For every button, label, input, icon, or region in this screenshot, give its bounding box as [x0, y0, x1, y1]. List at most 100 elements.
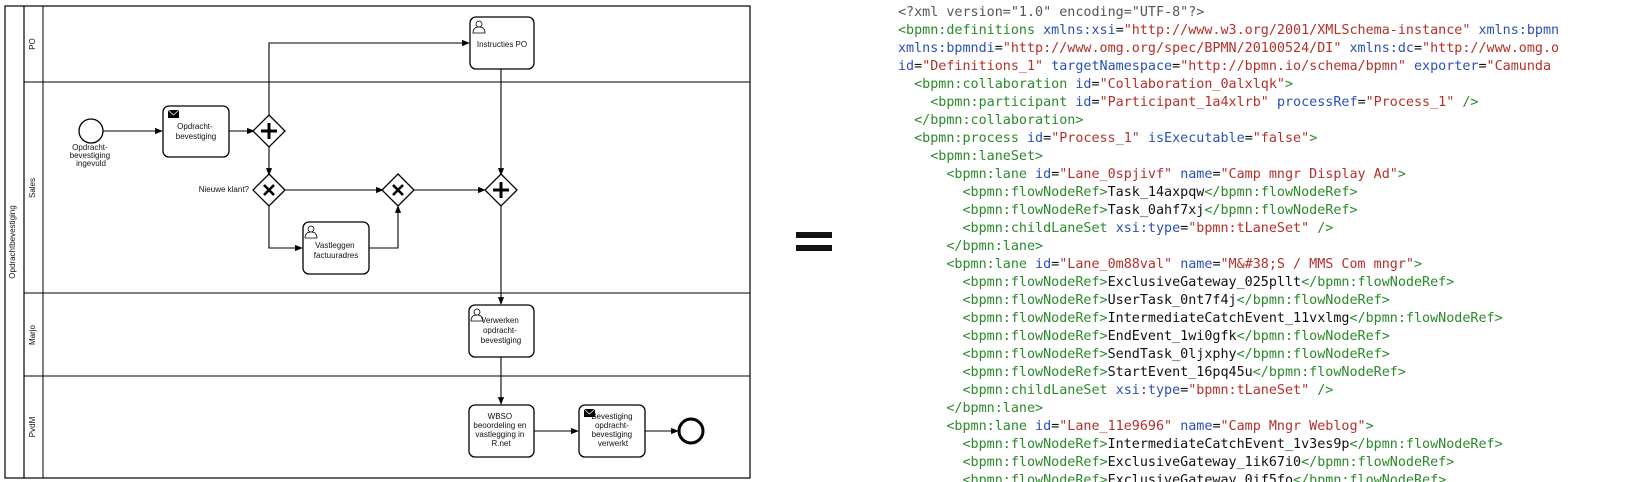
xml-token: xmlns:dc — [1349, 41, 1414, 56]
xml-line: <bpmn:lane id="Lane_11e9696" name="Camp … — [898, 418, 1628, 436]
xml-token: ExclusiveGateway_025pllt — [1107, 275, 1302, 290]
xml-token: id — [898, 59, 915, 74]
xml-token: "Collaboration_0alxlqk" — [1099, 77, 1285, 92]
xml-token — [898, 131, 914, 146]
xml-token: <bpmn:childLaneSet — [962, 383, 1116, 398]
xml-token: "Process_1" — [1365, 95, 1455, 110]
xml-token: = — [1051, 167, 1060, 182]
xml-line: <bpmn:flowNodeRef>Task_0ahf7xj</bpmn:flo… — [898, 202, 1628, 220]
xml-token — [898, 95, 930, 110]
xml-token: <bpmn:flowNodeRef> — [962, 329, 1108, 344]
xml-token: isExecutable — [1147, 131, 1245, 146]
xml-line: <bpmn:lane id="Lane_0m88val" name="M&#38… — [898, 256, 1628, 274]
xml-token: name — [1180, 257, 1213, 272]
lane-label-pvdm: PvdM — [28, 416, 37, 437]
xml-token — [898, 383, 963, 398]
xml-token: = — [1413, 41, 1423, 56]
xml-token: id — [1075, 77, 1092, 92]
user-icon — [304, 225, 318, 239]
xml-token: = — [914, 59, 923, 74]
xml-token — [898, 239, 946, 254]
xml-token: > — [1413, 257, 1423, 272]
start-event: Opdracht- bevestiging ingevuld — [70, 118, 110, 168]
xml-line: </bpmn:lane> — [898, 400, 1628, 418]
xml-token: StartEvent_16pq45u — [1107, 365, 1253, 380]
xml-token: id — [1035, 167, 1052, 182]
task-opdrachtbevestiging: Opdracht- bevestiging — [162, 105, 230, 158]
xml-line: <bpmn:flowNodeRef>ExclusiveGateway_1ik67… — [898, 454, 1628, 472]
xml-token: <bpmn:lane — [946, 167, 1036, 182]
xml-token: <bpmn:laneSet> — [930, 149, 1044, 164]
xml-token: <?xml version="1.0" encoding="UTF-8"?> — [898, 5, 1205, 20]
envelope-icon — [167, 109, 180, 118]
xml-token: /> — [1454, 95, 1479, 110]
xml-token — [898, 455, 963, 470]
task-verwerken: Verwerken opdracht- bevestiging — [468, 304, 535, 358]
xml-token: = — [1212, 257, 1221, 272]
xml-token: = — [1212, 167, 1221, 182]
xml-token: EndEvent_1wi0gfk — [1107, 329, 1237, 344]
xml-token: = — [1043, 131, 1052, 146]
xml-token: </bpmn:flowNodeRef> — [1204, 185, 1358, 200]
xml-token: exporter — [1413, 59, 1479, 74]
xml-token: "http://www.omg.org/spec/BPMN/20100524/D… — [1002, 41, 1342, 56]
xml-token: "http://www.omg.o — [1422, 41, 1560, 56]
xml-token — [898, 293, 963, 308]
xml-code-view: <?xml version="1.0" encoding="UTF-8"?> <b… — [898, 4, 1628, 482]
xml-token — [898, 149, 930, 164]
xml-token — [898, 365, 963, 380]
xml-token: id — [1035, 257, 1052, 272]
xml-token: </bpmn:flowNodeRef> — [1301, 275, 1455, 290]
xml-line: </bpmn:collaboration> — [898, 112, 1628, 130]
xml-token — [898, 113, 914, 128]
task-verwerken-label: Verwerken opdracht- bevestiging — [481, 316, 521, 345]
lane-label-marjo: Marjo — [28, 324, 37, 345]
xml-token: <bpmn:flowNodeRef> — [962, 437, 1108, 452]
xml-line: <bpmn:flowNodeRef>ExclusiveGateway_025pl… — [898, 274, 1628, 292]
xml-token: xmlns:xsi — [1043, 23, 1116, 38]
xml-token — [898, 473, 963, 482]
pool: Opdrachtbevestiging — [4, 5, 751, 479]
task-instructies-po: Instructies PO — [469, 16, 535, 70]
xml-token: xmlns:bpmndi — [898, 41, 995, 56]
xml-token: = — [1051, 257, 1060, 272]
xml-line: <bpmn:flowNodeRef>StartEvent_16pq45u</bp… — [898, 364, 1628, 382]
xml-token: <bpmn:lane — [946, 257, 1036, 272]
xml-token: = — [1091, 77, 1100, 92]
xml-token — [1172, 167, 1180, 182]
pool-label: Opdrachtbevestiging — [8, 205, 17, 278]
xml-token: "false" — [1252, 131, 1310, 146]
xml-token: IntermediateCatchEvent_11vxlmg — [1107, 311, 1350, 326]
task-instructies-po-label: Instructies PO — [477, 40, 527, 49]
xml-token: "Camp Mngr Weblog" — [1220, 419, 1366, 434]
xml-token: <bpmn:flowNodeRef> — [962, 365, 1108, 380]
xml-token: = — [1180, 221, 1189, 236]
xml-token: "Process_1" — [1051, 131, 1140, 146]
lane-label-sales: Sales — [28, 178, 37, 198]
xml-token: "Lane_0m88val" — [1059, 257, 1173, 272]
xml-line: <bpmn:flowNodeRef>IntermediateCatchEvent… — [898, 310, 1628, 328]
xml-token: "Camunda — [1486, 59, 1552, 74]
xml-token: > — [1365, 419, 1374, 434]
xml-token: </bpmn:flowNodeRef> — [1236, 329, 1390, 344]
xml-token: "Lane_0spjivf" — [1059, 167, 1173, 182]
xml-token — [898, 419, 946, 434]
xml-token: </bpmn:flowNodeRef> — [1204, 203, 1358, 218]
xml-token: <bpmn:flowNodeRef> — [962, 275, 1108, 290]
xml-token: </bpmn:flowNodeRef> — [1349, 437, 1503, 452]
xml-token: </bpmn:flowNodeRef> — [1236, 293, 1390, 308]
xml-token — [898, 185, 963, 200]
xml-token: > — [1285, 77, 1294, 92]
xml-line: <bpmn:participant id="Participant_1a4xlr… — [898, 94, 1628, 112]
xml-token: = — [1051, 419, 1060, 434]
xml-token: /> — [1309, 221, 1334, 236]
xml-token — [898, 275, 963, 290]
xml-token: > — [1309, 131, 1318, 146]
xml-token: "http://www.w3.org/2001/XMLSchema-instan… — [1123, 23, 1471, 38]
xml-token: = — [994, 41, 1003, 56]
xml-token: Task_0ahf7xj — [1107, 203, 1205, 218]
task-vastleggen-label: Vastleggen factuuradres — [314, 241, 358, 260]
xml-token — [898, 329, 963, 344]
xml-line: <bpmn:flowNodeRef>UserTask_0nt7f4j</bpmn… — [898, 292, 1628, 310]
xml-token: <bpmn:flowNodeRef> — [962, 203, 1108, 218]
